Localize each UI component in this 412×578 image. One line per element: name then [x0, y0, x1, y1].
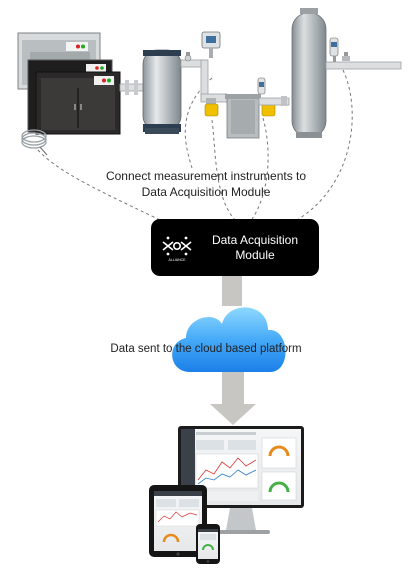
pressure-transmitter-icon [201, 31, 221, 58]
connect-caption-line1: Connect measurement instruments to [105, 169, 307, 183]
compressor-icon [17, 32, 121, 156]
daq-label-line2: Module [235, 248, 275, 262]
connection-line-sensor-c [289, 69, 353, 225]
air-receiver-tank-icon [142, 49, 182, 134]
flow-meter-icon [204, 77, 276, 117]
data-acquisition-module-label: Data Acquisition Module [197, 233, 313, 263]
pipe-segment-2 [180, 52, 228, 103]
arrow-down-icon [210, 372, 256, 425]
monitor-icon [178, 426, 304, 534]
connection-line-compressor [37, 149, 169, 225]
dryer-icon [225, 94, 290, 139]
data-acquisition-module: ALLIANCE Data Acquisition Module [151, 219, 319, 276]
connect-instruments-caption: Connect measurement instruments to Data … [0, 168, 412, 200]
connection-line-sensor-b [249, 117, 269, 223]
phone-icon [196, 524, 220, 564]
arrow-up-segment [222, 276, 242, 306]
pipe-segment-1 [119, 80, 147, 95]
cloud-caption: Data sent to the cloud based platform [110, 343, 302, 355]
logo-text: ALLIANCE [169, 258, 187, 262]
cloud-icon [172, 307, 286, 372]
tablet-icon [149, 485, 207, 557]
alliance-logo-icon: ALLIANCE [162, 236, 192, 262]
connection-line-sensor-a [211, 119, 238, 223]
connect-caption-line2: Data Acquisition Module [141, 185, 271, 199]
tall-tank-icon [291, 8, 402, 138]
daq-label-line1: Data Acquisition [211, 233, 299, 247]
